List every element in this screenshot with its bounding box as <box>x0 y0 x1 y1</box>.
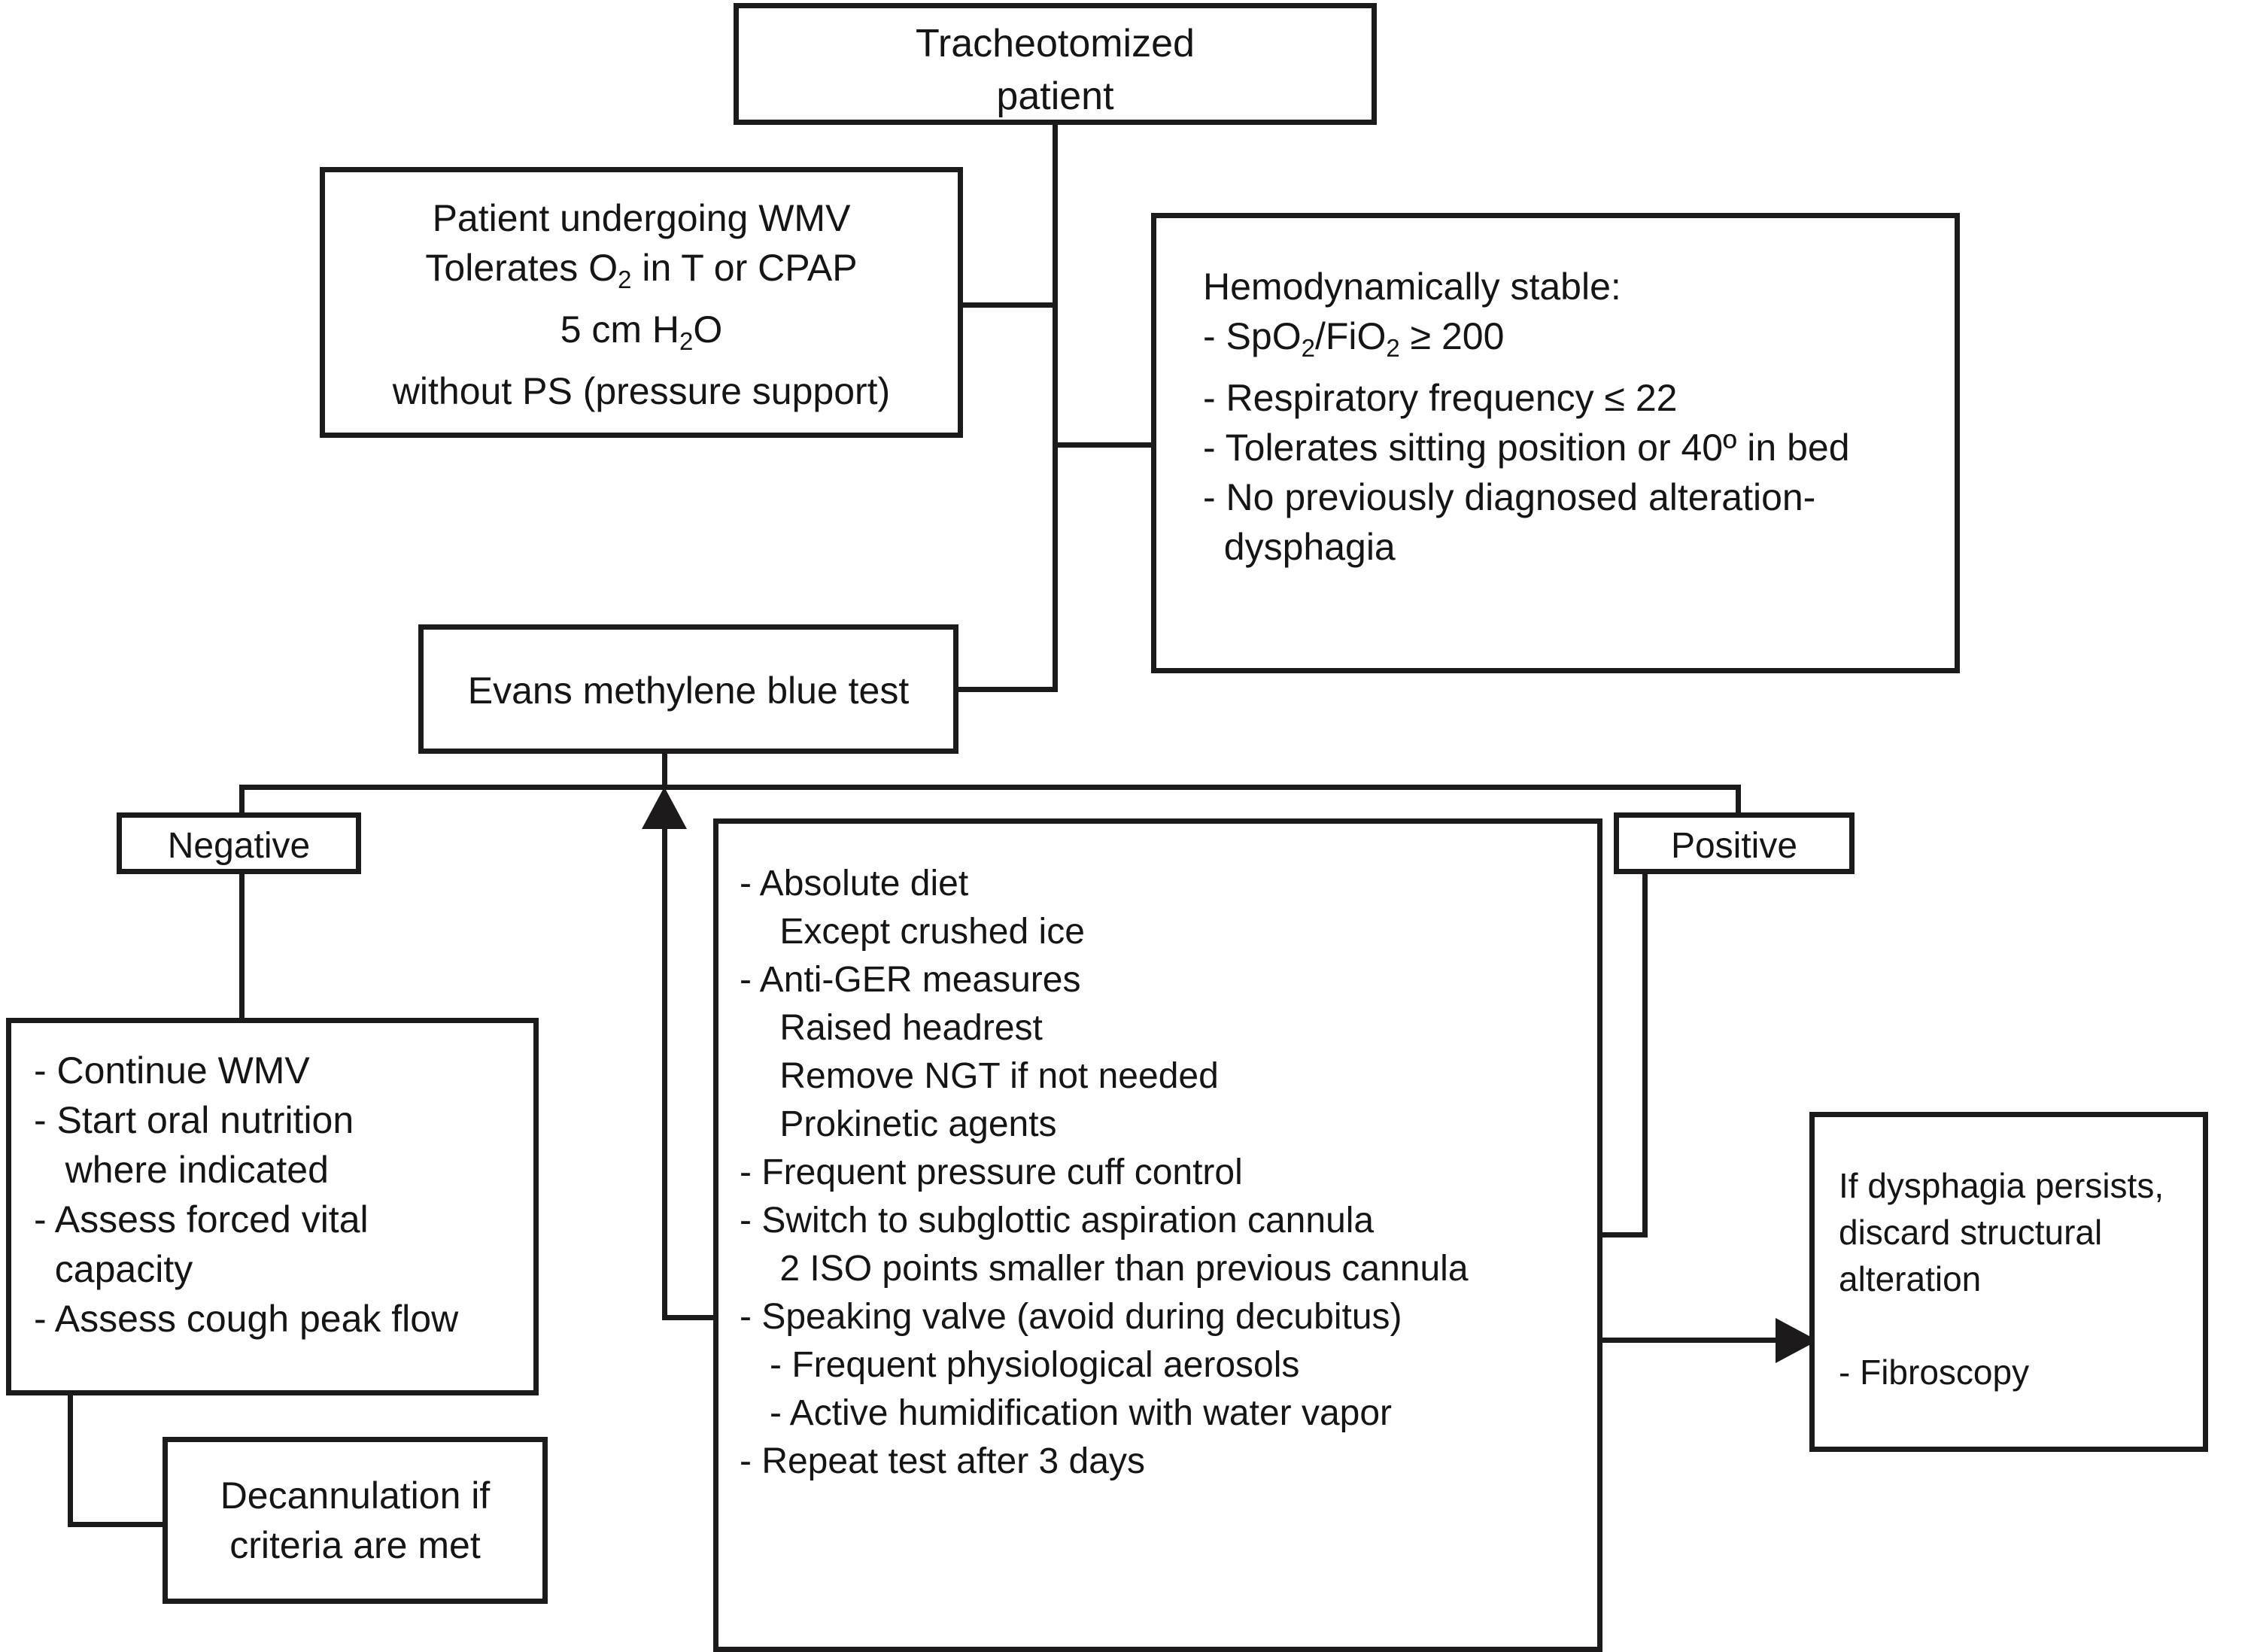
node-result-negative[interactable]: Negative <box>117 812 361 874</box>
tx-line-7: - Frequent pressure cuff control <box>740 1152 1243 1192</box>
edge-actions-down <box>68 1392 73 1527</box>
tx-line-12: - Active humidification with water vapor <box>740 1393 1393 1433</box>
neg-line-3: where indicated <box>34 1149 329 1191</box>
node-tracheotomized-patient[interactable]: Tracheotomized patient <box>734 3 1377 125</box>
neg-line-2: - Start oral nutrition <box>34 1099 354 1141</box>
negative-label: Negative <box>167 826 311 866</box>
edge-split-bar <box>239 785 1741 790</box>
persist-line-5: - Fibroscopy <box>1839 1353 2030 1392</box>
node-evans-methylene-blue-test[interactable]: Evans methylene blue test <box>418 624 958 754</box>
persist-line-4 <box>1839 1302 2189 1349</box>
decan-line-1: Decannulation if <box>220 1474 491 1517</box>
decan-line-2: criteria are met <box>229 1524 481 1566</box>
tx-line-6: Prokinetic agents <box>740 1104 1057 1144</box>
edge-treatment-to-persists-h <box>1597 1338 1823 1343</box>
hemo-item-3: - Tolerates sitting position or 40º in b… <box>1203 426 1850 469</box>
tx-line-8: - Switch to subglottic aspiration cannul… <box>740 1201 1375 1241</box>
node-result-positive[interactable]: Positive <box>1614 812 1855 874</box>
tx-line-10: - Speaking valve (avoid during decubitus… <box>740 1297 1402 1337</box>
hemo-item-5: dysphagia <box>1203 525 1396 568</box>
edge-root-to-evans-h <box>955 687 1058 692</box>
edge-retest-v <box>662 794 667 1320</box>
tracheotomized-line-2: patient <box>996 74 1114 118</box>
edge-root-to-wmv-h <box>958 302 1058 308</box>
wmv-line-1: Patient undergoing WMV <box>432 197 851 239</box>
tx-line-13: - Repeat test after 3 days <box>740 1441 1145 1481</box>
tx-line-4: Raised headrest <box>740 1008 1043 1048</box>
hemo-item-4: - No previously diagnosed alteration- <box>1203 475 1816 518</box>
node-hemodynamically-stable[interactable]: Hemodynamically stable: - SpO2/FiO2 ≥ 20… <box>1151 213 1960 673</box>
node-persistent-dysphagia-outcome[interactable]: If dysphagia persists, discard structura… <box>1809 1112 2208 1452</box>
tx-line-2: Except crushed ice <box>740 912 1085 952</box>
edge-positive-down <box>1642 869 1648 1237</box>
persist-line-3: alteration <box>1839 1259 1982 1298</box>
edge-retest-h <box>662 1315 722 1320</box>
persist-line-2: discard structural <box>1839 1213 2103 1252</box>
edge-root-to-hemo-h <box>1053 442 1156 448</box>
tx-line-5: Remove NGT if not needed <box>740 1056 1219 1096</box>
edge-evans-down <box>662 752 667 790</box>
positive-label: Positive <box>1670 826 1798 866</box>
edge-split-right-drop <box>1736 785 1741 818</box>
arrow-up-icon <box>642 787 687 829</box>
neg-line-1: - Continue WMV <box>34 1049 310 1092</box>
hemo-item-1: - SpO2/FiO2 ≥ 200 <box>1203 315 1505 362</box>
tx-line-3: - Anti-GER measures <box>740 960 1081 1000</box>
hemo-heading: Hemodynamically stable: <box>1203 266 1621 308</box>
hemo-item-2: - Respiratory frequency ≤ 22 <box>1203 376 1678 419</box>
wmv-line-3: 5 cm H2O <box>560 308 723 355</box>
node-negative-branch-actions[interactable]: - Continue WMV - Start oral nutrition wh… <box>6 1018 539 1395</box>
edge-positive-left <box>1597 1232 1648 1237</box>
node-patient-undergoing-wmv[interactable]: Patient undergoing WMV Tolerates O2 in T… <box>320 167 963 438</box>
edge-root-trunk <box>1053 120 1058 692</box>
neg-line-4: - Assess forced vital <box>34 1198 369 1241</box>
tx-line-9: 2 ISO points smaller than previous cannu… <box>740 1249 1469 1289</box>
wmv-line-4: without PS (pressure support) <box>392 369 891 412</box>
node-decannulation-outcome[interactable]: Decannulation if criteria are met <box>163 1437 548 1604</box>
edge-negative-down <box>239 869 245 1023</box>
edge-actions-right <box>68 1522 169 1527</box>
edge-split-left-drop <box>239 785 245 818</box>
evans-label: Evans methylene blue test <box>467 670 910 712</box>
tx-line-11: - Frequent physiological aerosols <box>740 1345 1300 1385</box>
neg-line-6: - Assess cough peak flow <box>34 1298 459 1340</box>
neg-line-5: capacity <box>34 1248 193 1290</box>
tx-line-1: - Absolute diet <box>740 864 969 903</box>
persist-line-1: If dysphagia persists, <box>1839 1166 2164 1205</box>
wmv-line-2: Tolerates O2 in T or CPAP <box>425 247 858 293</box>
tracheotomized-line-1: Tracheotomized <box>916 22 1195 65</box>
node-positive-branch-treatment-plan[interactable]: - Absolute diet Except crushed ice - Ant… <box>713 818 1602 1652</box>
